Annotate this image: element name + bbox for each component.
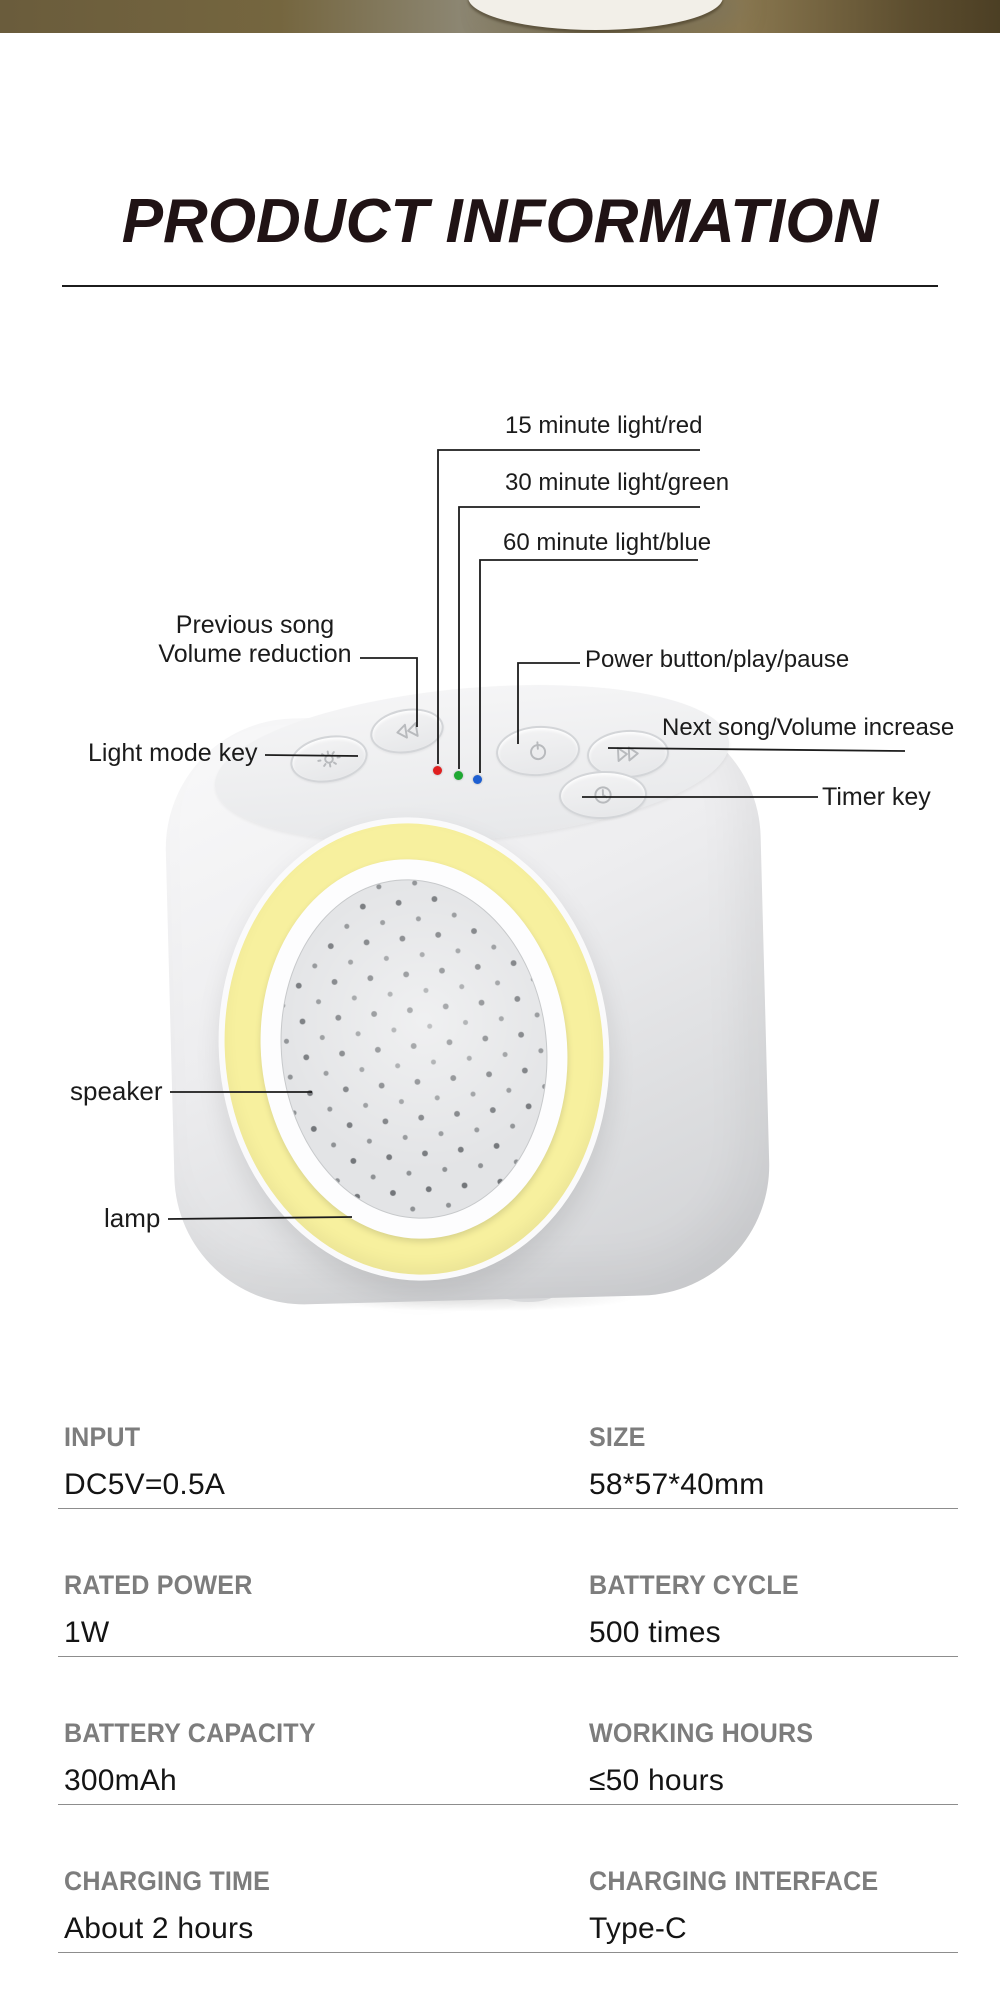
spec-cell-size: SIZE 58*57*40mm (583, 1421, 958, 1508)
spec-label: RATED POWER (64, 1570, 253, 1600)
power-icon (530, 741, 547, 761)
callout-power-button: Power button/play/pause (585, 646, 850, 673)
spec-value: 500 times (589, 1616, 721, 1649)
callout-led-15: 15 minute light/red (505, 412, 703, 439)
spec-cell-battery-cycle: BATTERY CYCLE 500 times (583, 1569, 958, 1656)
callout-led-30: 30 minute light/green (505, 469, 730, 496)
spec-row-4: CHARGING TIME About 2 hours CHARGING INT… (58, 1805, 958, 1953)
led-blue-indicator (473, 775, 482, 784)
led-green-indicator (454, 771, 463, 780)
led-red-indicator (433, 766, 442, 775)
callout-led-60: 60 minute light/blue (503, 529, 712, 556)
spec-row-3: BATTERY CAPACITY 300mAh WORKING HOURS ≤5… (58, 1657, 958, 1805)
spec-row-2: RATED POWER 1W BATTERY CYCLE 500 times (58, 1509, 958, 1657)
callout-light-mode: Light mode key (88, 739, 258, 767)
speaker-grille (263, 866, 565, 1232)
photo-object-fragment (468, 0, 723, 30)
top-photo-strip (0, 0, 1000, 33)
spec-table: INPUT DC5V=0.5A SIZE 58*57*40mm RATED PO… (58, 1400, 958, 1953)
next-track-icon (616, 746, 639, 762)
spec-value: DC5V=0.5A (64, 1468, 226, 1501)
spec-label: CHARGING INTERFACE (589, 1866, 879, 1896)
page-title: PRODUCT INFORMATION (121, 187, 879, 256)
callout-lamp: lamp (104, 1203, 161, 1233)
spec-value: About 2 hours (64, 1912, 254, 1945)
spec-cell-working-hours: WORKING HOURS ≤50 hours (583, 1717, 958, 1804)
previous-track-icon (396, 722, 419, 739)
spec-value: ≤50 hours (589, 1764, 725, 1797)
spec-cell-charging-time: CHARGING TIME About 2 hours (58, 1865, 583, 1952)
spec-value: Type-C (589, 1912, 687, 1945)
title-divider (62, 285, 938, 287)
speaker-bezel (241, 844, 587, 1254)
spec-value: 58*57*40mm (589, 1468, 765, 1501)
callout-previous-song: Previous song Volume reduction (130, 611, 380, 669)
timer-clock-icon (594, 786, 612, 804)
spec-value: 1W (64, 1616, 110, 1649)
spec-cell-input: INPUT DC5V=0.5A (58, 1421, 583, 1508)
spec-label: BATTERY CYCLE (589, 1570, 799, 1600)
light-mode-icon (317, 750, 341, 768)
spec-row-1: INPUT DC5V=0.5A SIZE 58*57*40mm (58, 1400, 958, 1509)
spec-value: 300mAh (64, 1764, 177, 1797)
callout-next-song: Next song/Volume increase (662, 714, 955, 741)
spec-label: BATTERY CAPACITY (64, 1718, 316, 1748)
spec-cell-battery-capacity: BATTERY CAPACITY 300mAh (58, 1717, 583, 1804)
spec-label: WORKING HOURS (589, 1718, 814, 1748)
callout-previous-song-line2: Volume reduction (158, 640, 352, 668)
callout-previous-song-line1: Previous song (175, 611, 335, 639)
spec-cell-charging-interface: CHARGING INTERFACE Type-C (583, 1865, 958, 1952)
spec-label: SIZE (589, 1422, 646, 1452)
spec-label: CHARGING TIME (64, 1866, 271, 1896)
callout-timer-key: Timer key (822, 783, 931, 811)
spec-label: INPUT (64, 1422, 141, 1452)
spec-cell-rated-power: RATED POWER 1W (58, 1569, 583, 1656)
callout-speaker: speaker (70, 1076, 163, 1106)
